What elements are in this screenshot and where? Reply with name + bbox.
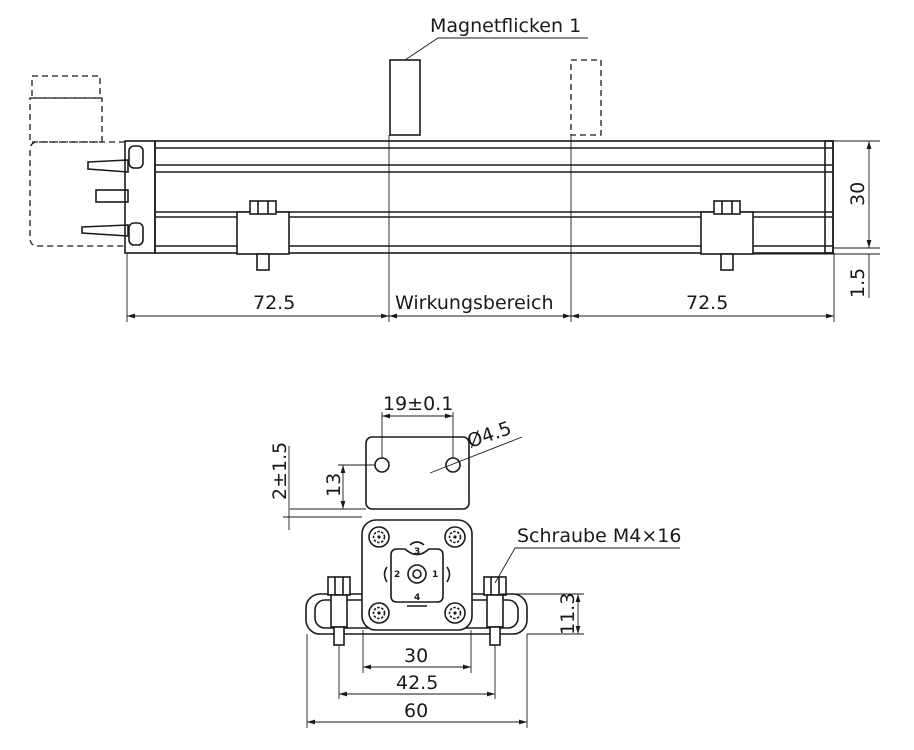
pin-label-2: 2 (394, 570, 400, 580)
sensor-housing (361, 519, 473, 631)
magnet-solid (389, 59, 421, 136)
mounting-hole-left (374, 457, 390, 473)
pin-label-4: 4 (414, 593, 420, 603)
magnet-dashed (570, 59, 602, 136)
right-clamp (700, 200, 754, 271)
pin-contact-left (383, 566, 388, 583)
screw-label: Schraube M4×16 (517, 525, 681, 547)
mounting-hole-right (445, 457, 461, 473)
connector-outline (29, 75, 125, 247)
dim-height-label: 30 (847, 182, 869, 206)
dim-hole-diameter-leader (429, 436, 523, 474)
connector-center-ring (407, 564, 427, 584)
screw-leader (494, 547, 680, 584)
connector-pins (81, 159, 129, 237)
magnet-label: Magnetflicken 1 (430, 15, 581, 37)
dim-width-30-label: 30 (404, 645, 428, 667)
pin-label-1: 1 (432, 570, 438, 580)
right-end-cap (824, 140, 834, 254)
pin-contact-right (446, 566, 451, 583)
housing-screw-br (444, 602, 466, 624)
dim-hole-diameter-label: Ø4.5 (464, 417, 514, 453)
magnet-leader (404, 37, 588, 61)
dim-offset-label: 1.5 (847, 268, 869, 298)
connector-center-pin (412, 569, 422, 579)
pin-label-3: 3 (414, 547, 420, 557)
dim-right-label: 72.5 (686, 292, 728, 314)
housing-screw-tl (368, 526, 390, 548)
dim-gap-label: 2±1.5 (269, 442, 291, 500)
connector-face (390, 548, 444, 603)
connector-knob-bottom (128, 222, 144, 246)
dim-hole-spacing-label: 19±0.1 (383, 393, 453, 415)
connector-knob-top (128, 145, 144, 169)
top-view: Magnetflicken 1 72.5 Wirkungsbereich 72.… (29, 15, 880, 322)
left-clamp (236, 200, 290, 271)
pin-contact-top (409, 541, 425, 546)
dim-hole-height-label: 13 (323, 473, 345, 497)
housing-screw-bl (368, 602, 390, 624)
dim-width-42-5-label: 42.5 (396, 672, 438, 694)
dim-width-60-label: 60 (404, 700, 428, 722)
clamp-screw-right (483, 576, 507, 646)
extension-lines (126, 135, 880, 322)
dim-left-label: 72.5 (253, 292, 295, 314)
dim-center-label: Wirkungsbereich (395, 292, 554, 314)
housing-screw-tr (444, 526, 466, 548)
magnet-plate (365, 436, 470, 510)
dim-clamp-height-label: 11.3 (557, 593, 579, 635)
end-view: 19±0.1 Ø4.5 13 2±1.5 (269, 393, 681, 728)
clamp-screw-left (327, 576, 351, 646)
